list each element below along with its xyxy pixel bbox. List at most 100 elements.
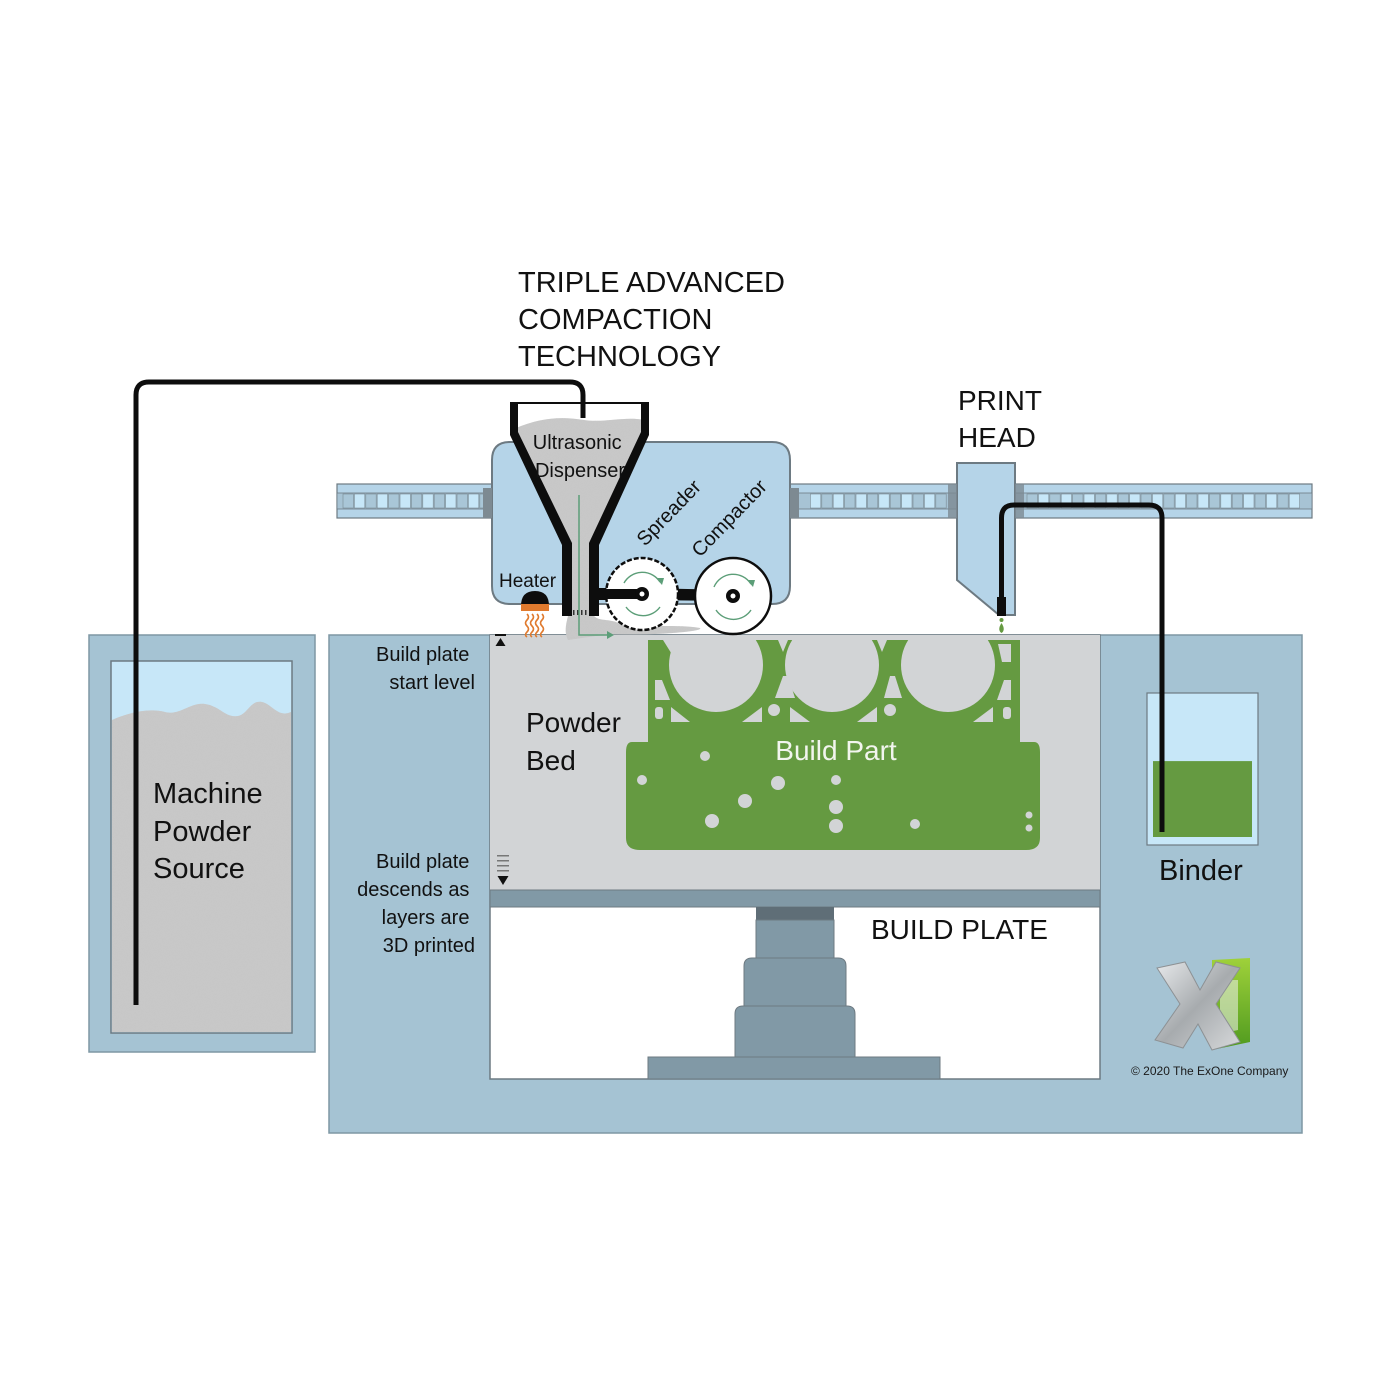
copyright-text: © 2020 The ExOne Company [1131,1064,1288,1078]
rail-segment [1060,493,1072,509]
print-head-nozzle [997,597,1006,616]
powder-source-label: Machine Powder Source [153,778,271,885]
build-plate [489,889,1101,908]
build-part-label: Build Part [775,735,897,766]
rail-segment [354,493,366,509]
machine-powder-source: Machine Powder Source [88,634,316,1053]
bolt-hole [829,800,843,814]
rail-segment [1231,493,1243,509]
rail-segment [399,493,411,509]
bolt-hole [738,794,752,808]
rail-segment [468,493,480,509]
rail-segment [388,493,400,509]
heater-dome-icon [521,591,549,606]
rail-segment [1197,493,1209,509]
hopper-wall-right [589,402,649,616]
rail-segment [1072,493,1084,509]
rail-segment [1049,493,1061,509]
start-level-icon [495,634,506,646]
descend-arrow-icon [497,855,509,885]
exone-x1-logo: © 2020 The ExOne Company [1131,958,1288,1078]
rail-segment [1277,493,1289,509]
rail-segment [445,493,457,509]
diagram-title: TRIPLE ADVANCED COMPACTION TECHNOLOGY [518,267,793,373]
rail-segment [1266,493,1278,509]
powder-source-powder [112,701,291,1032]
compactor-roller [693,556,773,636]
rail-segment [1254,493,1266,509]
heat-waves-icon [524,613,545,638]
build-part: Build Part [626,640,1040,850]
rail-segment [1209,493,1221,509]
bolt-hole [1025,824,1033,832]
cylinder-bore [785,640,879,712]
rail-segment [1106,493,1118,509]
rail-segment [867,493,879,509]
rail-segment [1220,493,1232,509]
rail-segment [411,493,423,509]
rail-segment [1038,493,1050,509]
ultrasonic-dispenser: Ultrasonic Dispenser [510,402,649,616]
rail-segment [1129,493,1141,509]
rail-segment [376,493,388,509]
bolt-hole [637,775,647,785]
cylinder-bore [901,640,995,712]
rail-segment [422,493,434,509]
rail-segments [342,493,1300,509]
plate-base [647,1056,941,1080]
binder-label: Binder [1159,855,1243,887]
rail-segment [855,493,867,509]
rail-segment [1288,493,1300,509]
print-head-label: PRINT HEAD [958,385,1049,453]
plate-column-cap [756,907,834,920]
rail-segment [1140,493,1152,509]
rail-segment [810,493,822,509]
build-plate-descends-label: Build plate descends as layers are 3D pr… [357,851,475,957]
rail-segment [456,493,468,509]
binder-liquid [1153,761,1252,837]
rail-segment [889,493,901,509]
plate-column-lower [734,1005,856,1058]
bolt-hole [1025,811,1033,819]
cylinder-bore [669,640,763,712]
bolt-hole [700,751,710,761]
rail-segment [433,493,445,509]
dispenser-label: Ultrasonic Dispenser [533,432,627,482]
bolt-hole [705,814,719,828]
powder-bed-label: Powder Bed [526,707,629,776]
bolt-hole [771,776,785,790]
rail-segment [924,493,936,509]
hopper-powder [516,418,644,616]
heater-label: Heater [499,571,557,592]
bolt-hole [910,819,920,829]
build-plate-start-label: Build plate start level [376,644,475,694]
print-head-body [956,462,1016,616]
binder-feed-tube [999,502,1165,832]
build-plate-label: BUILD PLATE [871,914,1048,945]
rail-segment [1186,493,1198,509]
rail-segment [1174,493,1186,509]
hopper-wall-left [510,402,572,616]
plate-column [755,919,835,959]
powder-feed-tube [133,379,586,1005]
heater: Heater [499,571,557,638]
rail-segment [878,493,890,509]
binder-droplet-icon [999,618,1004,633]
rail-segment [1083,493,1095,509]
rail-segment [935,493,947,509]
spreader-roller [602,556,680,632]
rail-segment [1026,493,1038,509]
rail-segment [1243,493,1255,509]
compaction-carriage: Ultrasonic Dispenser He [483,402,799,640]
rail-segment [1163,493,1175,509]
bolt-hole [831,775,841,785]
binder-reservoir: Binder [1146,692,1259,887]
rail-segment [844,493,856,509]
plate-column-mid [743,957,847,1007]
rail-segment [1095,493,1107,509]
bolt-hole [829,819,843,833]
powder-flow-arrow-icon [578,495,614,639]
rail-segment [832,493,844,509]
rail-segment [1117,493,1129,509]
